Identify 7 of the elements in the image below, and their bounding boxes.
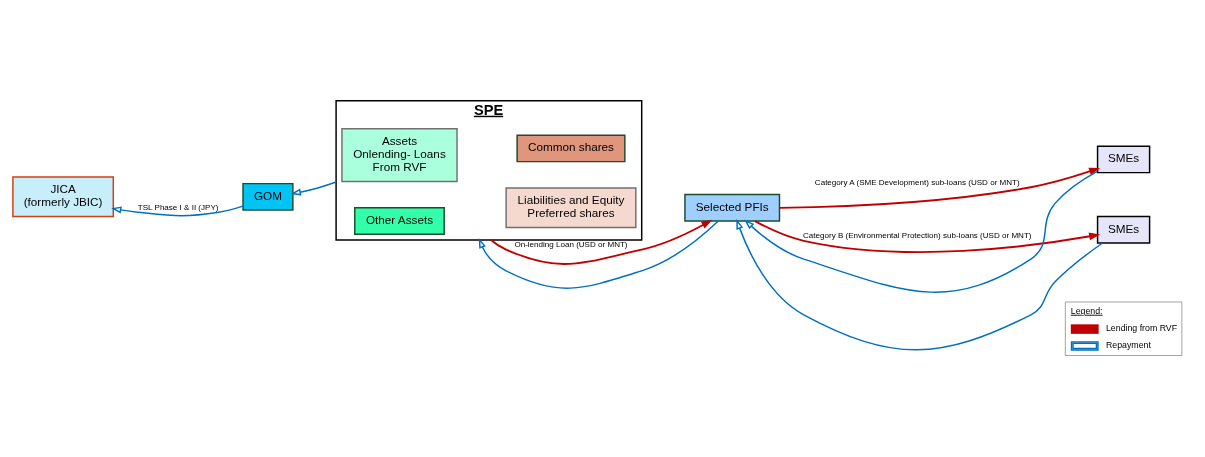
legend-label: Lending from RVF [1105, 323, 1178, 334]
legend-label: Repayment [1105, 340, 1151, 351]
edge-label: TSL Phase I & II (JPY) [137, 202, 219, 212]
label: Legend: [1070, 305, 1103, 316]
edge-label: On-lending Loan (USD or MNT) [514, 240, 628, 250]
edge-label: Category A (SME Development) sub-loans (USD or MNT) [814, 177, 1020, 187]
edge-label: Category B (Environmental Protection) sub-loans (USD or MNT) [803, 231, 1032, 241]
